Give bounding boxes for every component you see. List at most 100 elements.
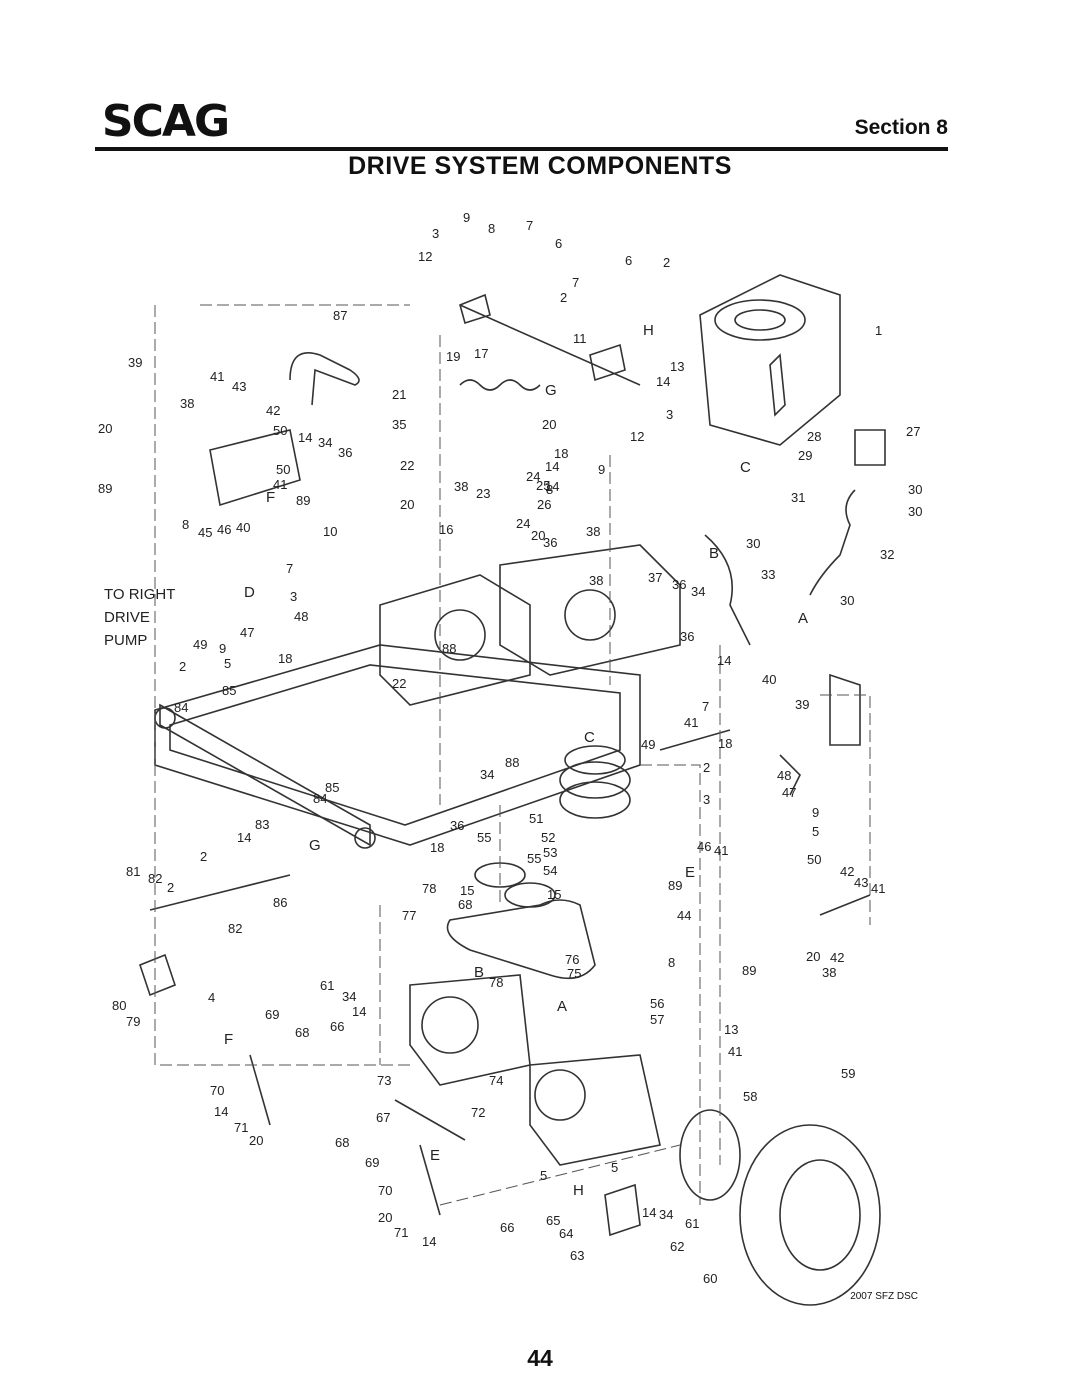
svg-text:15: 15 — [547, 887, 561, 902]
svg-text:9: 9 — [463, 210, 470, 225]
svg-text:89: 89 — [98, 481, 112, 496]
svg-text:88: 88 — [442, 641, 456, 656]
svg-text:20: 20 — [378, 1210, 392, 1225]
svg-text:18: 18 — [430, 840, 444, 855]
svg-text:29: 29 — [798, 448, 812, 463]
svg-text:78: 78 — [422, 881, 436, 896]
svg-text:4: 4 — [208, 990, 215, 1005]
svg-text:39: 39 — [795, 697, 809, 712]
svg-text:DRIVE: DRIVE — [104, 609, 150, 626]
svg-text:8: 8 — [488, 221, 495, 236]
svg-text:13: 13 — [724, 1022, 738, 1037]
svg-text:84: 84 — [174, 700, 188, 715]
svg-text:C: C — [740, 459, 751, 476]
svg-text:61: 61 — [685, 1216, 699, 1231]
svg-text:8: 8 — [546, 482, 553, 497]
svg-text:41: 41 — [273, 477, 287, 492]
svg-text:3: 3 — [666, 407, 673, 422]
svg-text:SCAG: SCAG — [102, 96, 228, 144]
svg-text:2: 2 — [663, 255, 670, 270]
svg-text:73: 73 — [377, 1073, 391, 1088]
svg-text:7: 7 — [702, 699, 709, 714]
svg-text:18: 18 — [278, 651, 292, 666]
svg-text:36: 36 — [450, 818, 464, 833]
svg-text:14: 14 — [717, 653, 731, 668]
svg-text:82: 82 — [228, 921, 242, 936]
svg-text:46: 46 — [697, 839, 711, 854]
svg-text:31: 31 — [791, 490, 805, 505]
svg-text:71: 71 — [234, 1120, 248, 1135]
svg-text:39: 39 — [128, 355, 142, 370]
svg-text:14: 14 — [656, 374, 670, 389]
svg-text:8: 8 — [182, 517, 189, 532]
page-number: 44 — [527, 1345, 553, 1371]
svg-text:H: H — [573, 1182, 584, 1199]
svg-text:5: 5 — [224, 656, 231, 671]
svg-text:86: 86 — [273, 895, 287, 910]
svg-text:6: 6 — [625, 253, 632, 268]
svg-text:11: 11 — [573, 331, 587, 346]
svg-text:B: B — [474, 964, 484, 981]
svg-text:64: 64 — [559, 1226, 573, 1241]
svg-text:38: 38 — [180, 396, 194, 411]
svg-text:63: 63 — [570, 1248, 584, 1263]
svg-text:88: 88 — [505, 755, 519, 770]
fuel-filter — [854, 429, 886, 466]
svg-text:TO RIGHT: TO RIGHT — [104, 586, 175, 603]
clutch — [559, 781, 631, 819]
bracket-bottom — [604, 1183, 641, 1237]
svg-text:51: 51 — [529, 811, 543, 826]
svg-text:58: 58 — [743, 1089, 757, 1104]
svg-text:84: 84 — [313, 791, 327, 806]
svg-text:26: 26 — [537, 497, 551, 512]
svg-text:30: 30 — [908, 482, 922, 497]
svg-text:60: 60 — [703, 1271, 717, 1286]
svg-text:48: 48 — [777, 768, 791, 783]
svg-text:71: 71 — [394, 1225, 408, 1240]
svg-text:G: G — [309, 837, 321, 854]
svg-text:23: 23 — [476, 486, 490, 501]
linkage-rod-right — [659, 729, 731, 751]
svg-text:75: 75 — [567, 966, 581, 981]
reference-code: 2007 SFZ DSC — [850, 1291, 918, 1302]
svg-text:7: 7 — [286, 561, 293, 576]
svg-text:14: 14 — [422, 1234, 436, 1249]
drive-belt — [446, 899, 596, 980]
svg-text:14: 14 — [214, 1104, 228, 1119]
hydro-pump-left — [409, 974, 531, 1086]
svg-text:55: 55 — [477, 830, 491, 845]
svg-text:83: 83 — [255, 817, 269, 832]
svg-text:54: 54 — [543, 863, 557, 878]
svg-text:41: 41 — [871, 881, 885, 896]
svg-text:34: 34 — [480, 767, 494, 782]
svg-text:14: 14 — [352, 1004, 366, 1019]
svg-text:27: 27 — [906, 424, 920, 439]
svg-text:34: 34 — [659, 1207, 673, 1222]
section-label: Section 8 — [854, 116, 948, 139]
svg-text:12: 12 — [418, 249, 432, 264]
svg-text:67: 67 — [376, 1110, 390, 1125]
svg-text:89: 89 — [668, 878, 682, 893]
wheel-rim — [679, 1109, 741, 1201]
svg-text:79: 79 — [126, 1014, 140, 1029]
svg-text:46: 46 — [217, 522, 231, 537]
crossbar-rod — [394, 1099, 466, 1141]
svg-text:36: 36 — [672, 577, 686, 592]
mower-frame — [154, 644, 641, 846]
svg-text:68: 68 — [458, 897, 472, 912]
svg-text:30: 30 — [746, 536, 760, 551]
svg-text:22: 22 — [392, 676, 406, 691]
svg-text:85: 85 — [222, 683, 236, 698]
svg-text:50: 50 — [807, 852, 821, 867]
svg-text:47: 47 — [240, 625, 254, 640]
svg-text:B: B — [709, 545, 719, 562]
svg-text:25: 25 — [536, 478, 550, 493]
svg-text:20: 20 — [806, 949, 820, 964]
svg-text:56: 56 — [650, 996, 664, 1011]
svg-text:5: 5 — [812, 824, 819, 839]
svg-text:32: 32 — [880, 547, 894, 562]
drive-system-exploded-diagram: TO RIGHT DRIVE PUMP 9 8 7 3 6 12 6 2 7 2… — [98, 210, 922, 1306]
svg-text:77: 77 — [402, 908, 416, 923]
svg-text:49: 49 — [193, 637, 207, 652]
svg-text:A: A — [557, 998, 567, 1015]
